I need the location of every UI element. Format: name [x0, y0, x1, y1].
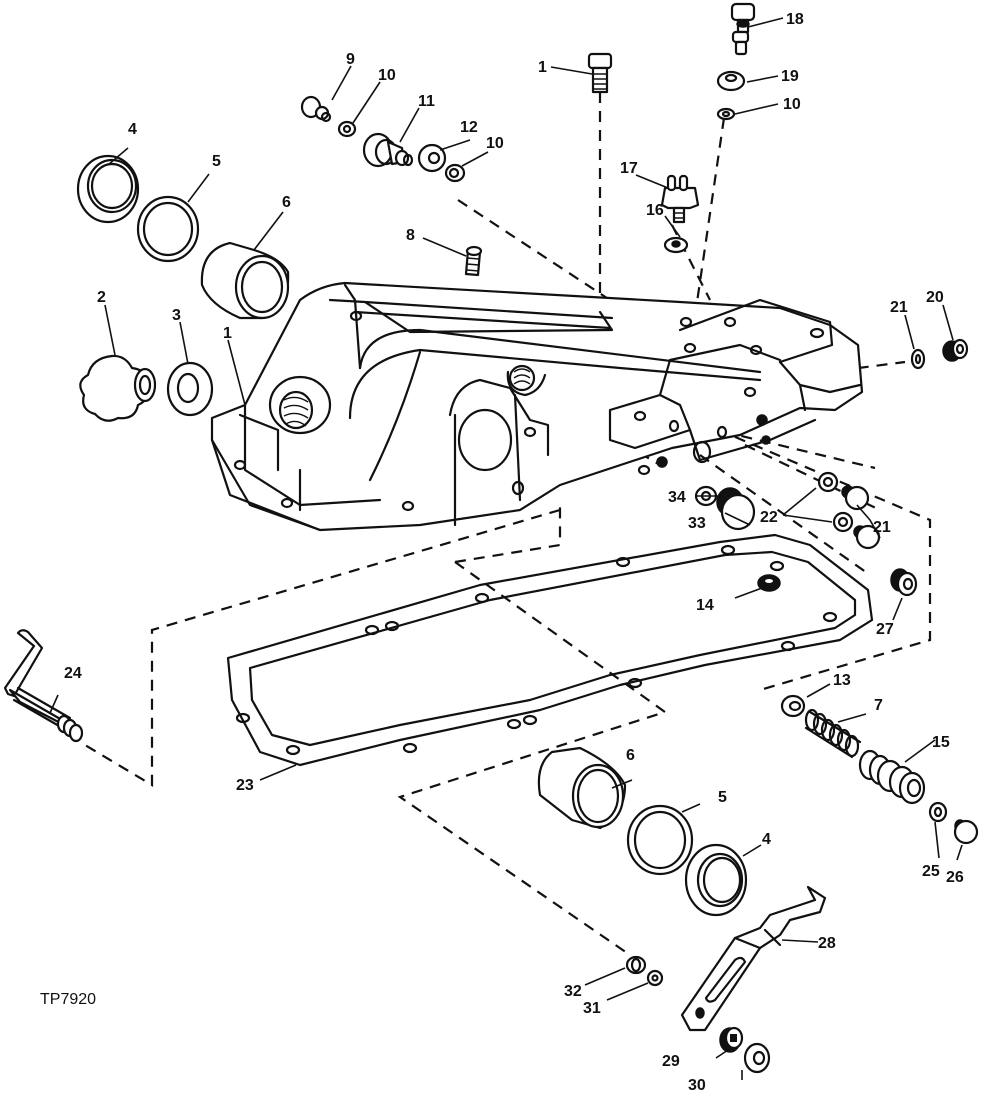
callout-6-right: 6 — [626, 747, 635, 764]
callout-18: 18 — [786, 11, 804, 28]
sleeve-left-part — [200, 241, 290, 320]
plug-part — [300, 95, 332, 123]
washer-lever-part — [719, 1026, 744, 1053]
callout-19: 19 — [781, 68, 799, 85]
callout-20: 20 — [926, 289, 944, 306]
switch-part — [660, 174, 700, 224]
shaft-arm-part — [3, 629, 84, 743]
callout-10-b: 10 — [486, 135, 504, 152]
nut-lever-part — [743, 1042, 771, 1074]
callout-3: 3 — [172, 307, 181, 324]
callout-34: 34 — [668, 489, 686, 506]
callout-26: 26 — [946, 869, 964, 886]
cap-part — [79, 354, 157, 422]
callout-29: 29 — [662, 1053, 680, 1070]
washer-part — [417, 143, 447, 173]
sleeve-right-part — [537, 746, 627, 830]
bushing-left-part — [76, 154, 140, 224]
callout-6-left: 6 — [282, 194, 291, 211]
bushing-right-part — [684, 843, 748, 917]
washer-a-part — [337, 120, 357, 138]
gasket — [226, 533, 874, 767]
valve-part — [858, 749, 926, 805]
callout-1-housing: 1 — [223, 325, 232, 342]
stud-part — [464, 245, 483, 277]
callout-10-a: 10 — [378, 67, 396, 84]
callout-12: 12 — [460, 119, 478, 136]
callout-25: 25 — [922, 863, 940, 880]
callout-labels: 1 1 2 3 4 5 6 7 8 9 10 11 12 10 10 13 14… — [64, 11, 964, 1094]
seal-part — [166, 361, 214, 417]
callout-15: 15 — [932, 734, 950, 751]
cap-screw-part — [587, 52, 613, 94]
washer-small-part — [646, 969, 664, 987]
leader-lines — [49, 17, 963, 1080]
callout-30: 30 — [688, 1077, 706, 1094]
callout-7: 7 — [874, 697, 883, 714]
callout-21-side: 21 — [873, 519, 891, 536]
callout-11: 11 — [418, 93, 435, 110]
plug-gasket-side-part — [890, 568, 918, 597]
spring-part — [804, 708, 862, 759]
callout-4-right: 4 — [762, 831, 771, 848]
washer-b-part — [444, 163, 466, 183]
callout-14: 14 — [696, 597, 714, 614]
assembly-lines — [84, 92, 932, 956]
seat-part — [780, 694, 806, 718]
callout-22: 22 — [760, 509, 778, 526]
callout-4-left: 4 — [128, 121, 137, 138]
callout-1-cap-screw: 1 — [538, 59, 547, 76]
callout-33: 33 — [688, 515, 706, 532]
callout-9: 9 — [346, 51, 355, 68]
plug-gasket-part — [757, 574, 781, 592]
callout-32: 32 — [564, 983, 582, 1000]
callout-13: 13 — [833, 672, 851, 689]
lever-part — [680, 885, 827, 1032]
callout-8: 8 — [406, 227, 415, 244]
housing — [210, 281, 864, 532]
o-ring-left-part — [136, 195, 200, 263]
callout-31: 31 — [583, 1000, 601, 1017]
bleed-screw-part — [730, 2, 756, 56]
fitting-part — [362, 132, 414, 168]
callout-24: 24 — [64, 665, 82, 682]
callout-16: 16 — [646, 202, 664, 219]
nut-part — [716, 70, 746, 92]
callout-5-right: 5 — [718, 789, 727, 806]
washer-valve-part — [928, 801, 948, 823]
callout-2: 2 — [97, 289, 106, 306]
figure-id-label: TP7920 — [40, 991, 96, 1008]
side-washers-plugs-part — [817, 471, 881, 550]
ring-part — [625, 955, 647, 975]
plug-valve-part — [953, 819, 979, 845]
washer-switch-part — [663, 236, 689, 254]
callout-27: 27 — [876, 621, 894, 638]
callout-28: 28 — [818, 935, 836, 952]
callout-23: 23 — [236, 777, 254, 794]
plug-large-part — [716, 487, 756, 531]
callout-10-c: 10 — [783, 96, 801, 113]
callout-17: 17 — [620, 160, 638, 177]
callout-5-left: 5 — [212, 153, 221, 170]
plug-end-part — [942, 338, 969, 362]
washer-c-part — [716, 107, 736, 121]
callout-21-end: 21 — [890, 299, 908, 316]
o-ring-right-part — [626, 804, 694, 876]
washer-end-part — [910, 348, 926, 370]
